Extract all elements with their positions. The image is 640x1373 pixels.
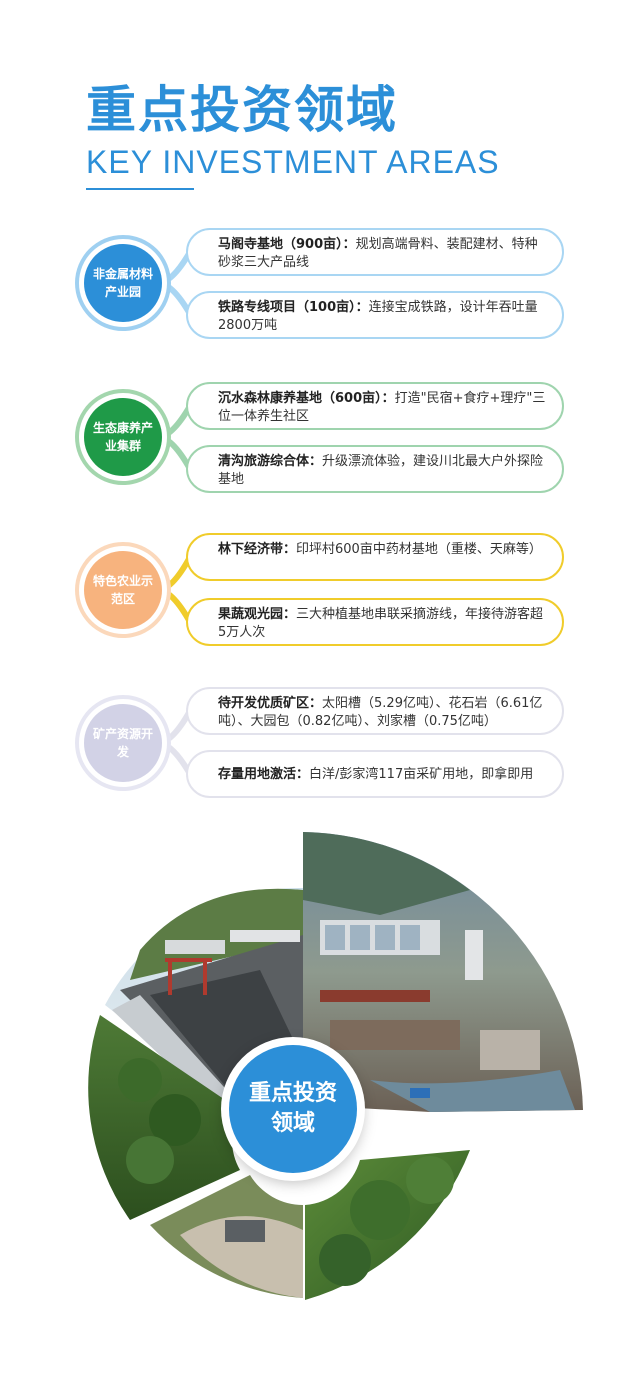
page-title: 重点投资领域 bbox=[86, 81, 398, 139]
item-text: 三大种植基地串联采摘游线，年接待游客超5万人次 bbox=[218, 607, 544, 640]
page-subtitle-en: KEY INVESTMENT AREAS bbox=[86, 144, 500, 180]
list-item: 待开发优质矿区：太阳槽（5.29亿吨）、花石岩（6.61亿吨）、大园包（0.82… bbox=[186, 687, 564, 735]
item-text: 印坪村600亩中药材基地（重楼、天麻等） bbox=[296, 542, 542, 557]
category-circle-eco-health: 生态康养产业集群 bbox=[84, 398, 162, 476]
center-badge: 重点投资领域 bbox=[229, 1045, 357, 1173]
item-text: 规划高端骨料、装配建材、特种砂浆三大产品线 bbox=[218, 237, 538, 270]
item-heading: 待开发优质矿区： bbox=[218, 696, 323, 711]
item-text: 太阳槽（5.29亿吨）、花石岩（6.61亿吨）、大园包（0.82亿吨）、刘家槽（… bbox=[218, 696, 543, 729]
item-heading: 果蔬观光园： bbox=[218, 607, 297, 622]
list-item: 果蔬观光园：三大种植基地串联采摘游线，年接待游客超5万人次 bbox=[186, 598, 564, 646]
category-circle-nonmetal: 非金属材料产业园 bbox=[84, 244, 162, 322]
item-text: 连接宝成铁路，设计年吞吐量2800万吨 bbox=[218, 300, 538, 333]
list-item: 清沟旅游综合体：升级漂流体验，建设川北最大户外探险基地 bbox=[186, 445, 564, 493]
item-heading: 清沟旅游综合体： bbox=[218, 454, 323, 469]
title-underline bbox=[86, 188, 194, 190]
item-heading: 沉水森林康养基地（600亩）： bbox=[218, 391, 395, 406]
list-item: 存量用地激活：白洋/彭家湾117亩采矿用地，即拿即用 bbox=[186, 750, 564, 798]
category-circle-agriculture: 特色农业示范区 bbox=[84, 551, 162, 629]
item-text: 白洋/彭家湾117亩采矿用地，即拿即用 bbox=[309, 767, 534, 782]
list-item: 林下经济带：印坪村600亩中药材基地（重楼、天麻等） bbox=[186, 533, 564, 581]
list-item: 马阁寺基地（900亩）：规划高端骨料、装配建材、特种砂浆三大产品线 bbox=[186, 228, 564, 276]
item-heading: 马阁寺基地（900亩）： bbox=[218, 237, 356, 252]
list-item: 沉水森林康养基地（600亩）：打造"民宿+食疗+理疗"三位一体养生社区 bbox=[186, 382, 564, 430]
category-label: 非金属材料产业园 bbox=[93, 267, 154, 299]
list-item: 铁路专线项目（100亩）：连接宝成铁路，设计年吞吐量2800万吨 bbox=[186, 291, 564, 339]
item-text: 升级漂流体验，建设川北最大户外探险基地 bbox=[218, 454, 544, 487]
category-circle-mineral: 矿产资源开发 bbox=[84, 704, 162, 782]
category-label: 生态康养产业集群 bbox=[93, 421, 154, 453]
item-heading: 存量用地激活： bbox=[218, 767, 310, 782]
center-badge-label: 重点投资领域 bbox=[248, 1081, 337, 1136]
category-label: 特色农业示范区 bbox=[93, 574, 154, 606]
item-heading: 林下经济带： bbox=[218, 542, 297, 557]
item-text: 打造"民宿+食疗+理疗"三位一体养生社区 bbox=[218, 391, 546, 424]
item-heading: 铁路专线项目（100亩）： bbox=[218, 300, 369, 315]
category-label: 矿产资源开发 bbox=[93, 727, 154, 759]
